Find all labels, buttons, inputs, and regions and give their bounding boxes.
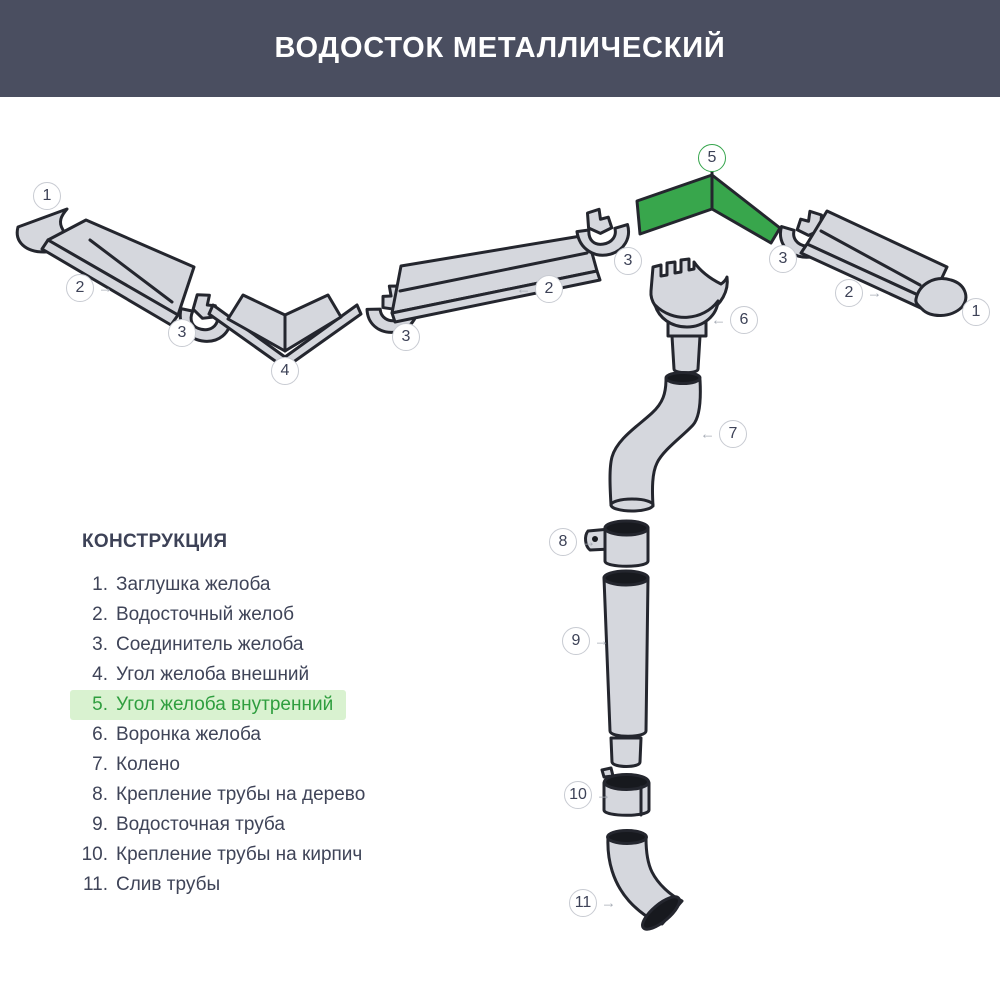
- callout-corner-outer[interactable]: 4: [271, 357, 299, 385]
- callout-connector-left[interactable]: 3: [168, 319, 196, 347]
- arrow-right-icon: →: [601, 894, 616, 912]
- part-clamp-brick: [600, 766, 651, 817]
- callout-corner-inner-selected[interactable]: 5: [698, 144, 726, 172]
- callout-number: 6: [739, 311, 749, 328]
- part-gutter-right: [799, 209, 949, 312]
- legend-item-number: 4.: [92, 664, 108, 685]
- page-title: ВОДОСТОК МЕТАЛЛИЧЕСКИЙ: [274, 32, 726, 64]
- callout-number: 10: [569, 786, 587, 803]
- callout-number: 2: [544, 280, 554, 297]
- legend-item-number: 11.: [82, 874, 108, 895]
- callout-number: 2: [844, 284, 854, 301]
- part-gutter-middle: [390, 233, 602, 324]
- legend-item-number: 6.: [92, 724, 108, 745]
- callout-number: 4: [280, 362, 290, 379]
- legend: КОНСТРУКЦИЯ 1. Заглушка желоба 2. Водост…: [70, 531, 378, 900]
- legend-item-connector[interactable]: 3. Соединитель желоба: [70, 630, 316, 660]
- header: ВОДОСТОК МЕТАЛЛИЧЕСКИЙ: [0, 0, 1000, 97]
- legend-item-label: Заглушка желоба: [116, 574, 271, 595]
- callout-connector-mid-left[interactable]: 3: [392, 323, 420, 351]
- callout-clamp-tree[interactable]: 8 →: [549, 528, 596, 556]
- legend-item-number: 5.: [92, 694, 108, 715]
- callout-outlet[interactable]: 11 →: [569, 889, 616, 917]
- callout-gutter-left[interactable]: 2 →: [66, 274, 113, 302]
- callout-pipe[interactable]: 9 →: [562, 627, 609, 655]
- callout-number: 1: [971, 303, 981, 320]
- callout-number: 3: [401, 328, 411, 345]
- part-funnel: [649, 257, 729, 375]
- legend-item-label: Водосточная труба: [116, 814, 285, 835]
- legend-title: КОНСТРУКЦИЯ: [82, 531, 228, 552]
- callout-end-cap-left[interactable]: 1: [33, 182, 61, 210]
- legend-item-number: 7.: [92, 754, 108, 775]
- legend-item-outlet[interactable]: 11. Слив трубы: [70, 870, 233, 900]
- legend-item-label: Водосточный желоб: [116, 604, 294, 625]
- callout-end-cap-right[interactable]: 1: [962, 298, 990, 326]
- legend-item-corner-outer[interactable]: 4. Угол желоба внешний: [70, 660, 322, 690]
- legend-item-clamp-brick[interactable]: 10. Крепление трубы на кирпич: [70, 840, 375, 870]
- callout-gutter-middle[interactable]: 2 ←: [516, 275, 563, 303]
- arrow-right-icon: →: [867, 284, 882, 302]
- callout-number: 9: [571, 632, 581, 649]
- arrow-right-icon: →: [594, 632, 609, 650]
- part-clamp-tree: [584, 519, 650, 568]
- legend-item-number: 8.: [92, 784, 108, 805]
- legend-item-label: Соединитель желоба: [116, 634, 304, 655]
- arrow-left-icon: ←: [516, 280, 531, 298]
- part-elbow: [608, 371, 702, 513]
- callout-number: 2: [75, 279, 85, 296]
- callout-number: 11: [574, 894, 592, 911]
- legend-item-label: Крепление трубы на дерево: [116, 784, 366, 805]
- callout-clamp-brick[interactable]: 10 →: [564, 781, 611, 809]
- callout-connector-right[interactable]: 3: [769, 245, 797, 273]
- arrow-left-icon: ←: [700, 425, 715, 443]
- legend-item-label: Колено: [116, 754, 180, 775]
- legend-item-clamp-tree[interactable]: 8. Крепление трубы на дерево: [70, 780, 378, 810]
- legend-item-corner-inner-selected[interactable]: 5. Угол желоба внутренний: [70, 690, 347, 720]
- arrow-right-icon: →: [98, 279, 113, 297]
- legend-item-number: 1.: [92, 574, 108, 595]
- legend-item-pipe[interactable]: 9. Водосточная труба: [70, 810, 298, 840]
- callout-number: 5: [707, 149, 717, 166]
- legend-item-label: Крепление трубы на кирпич: [116, 844, 363, 865]
- callout-number: 8: [558, 533, 568, 550]
- legend-item-elbow[interactable]: 7. Колено: [70, 750, 193, 780]
- part-gutter-left: [40, 218, 196, 327]
- legend-item-end-cap[interactable]: 1. Заглушка желоба: [70, 570, 284, 600]
- legend-item-number: 2.: [92, 604, 108, 625]
- part-end-cap-right: [914, 277, 968, 317]
- callout-number: 3: [778, 250, 788, 267]
- arrow-left-icon: ←: [711, 311, 726, 329]
- callout-number: 3: [177, 324, 187, 341]
- part-end-cap-left: [15, 207, 69, 254]
- callout-gutter-right[interactable]: 2 →: [835, 279, 882, 307]
- part-pipe: [602, 569, 650, 768]
- callout-number: 7: [728, 425, 738, 442]
- legend-item-label: Воронка желоба: [116, 724, 261, 745]
- legend-item-funnel[interactable]: 6. Воронка желоба: [70, 720, 274, 750]
- legend-item-gutter[interactable]: 2. Водосточный желоб: [70, 600, 307, 630]
- legend-item-label: Угол желоба внутренний: [116, 694, 334, 715]
- callout-funnel[interactable]: 6 ←: [711, 306, 758, 334]
- legend-item-number: 3.: [92, 634, 108, 655]
- arrow-right-icon: →: [581, 533, 596, 551]
- part-corner-inner-highlighted: [635, 169, 782, 245]
- legend-item-label: Слив трубы: [116, 874, 221, 895]
- legend-item-number: 10.: [81, 844, 108, 865]
- callout-number: 1: [42, 187, 52, 204]
- callout-number: 3: [623, 252, 633, 269]
- legend-item-label: Угол желоба внешний: [116, 664, 310, 685]
- arrow-right-icon: →: [596, 786, 611, 804]
- callout-connector-mid-right[interactable]: 3: [614, 247, 642, 275]
- callout-elbow[interactable]: 7 ←: [700, 420, 747, 448]
- part-outlet: [606, 829, 684, 931]
- legend-item-number: 9.: [92, 814, 108, 835]
